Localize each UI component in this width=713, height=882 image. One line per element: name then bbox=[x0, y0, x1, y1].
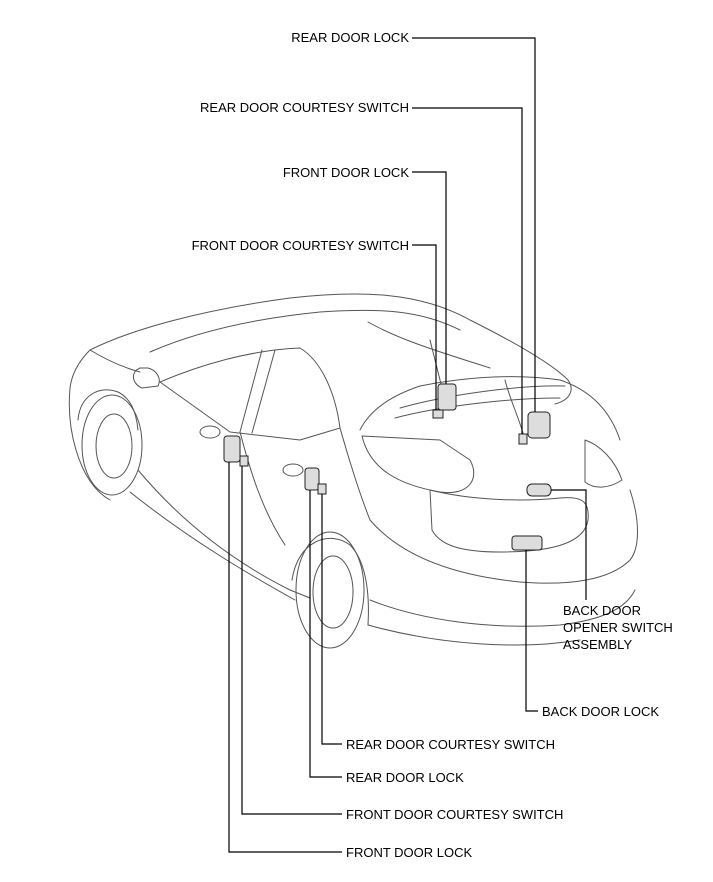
side-mirror bbox=[133, 367, 160, 389]
hood-outline bbox=[68, 349, 111, 501]
label-top-front-door-lock: FRONT DOOR LOCK bbox=[283, 165, 409, 180]
label-back-door-opener-line2: OPENER SWITCH bbox=[563, 620, 673, 635]
rear-quarter bbox=[339, 427, 371, 521]
roof-inner-line bbox=[149, 309, 461, 353]
front-door-courtesy-switch-top-part bbox=[432, 409, 444, 419]
body-sill bbox=[129, 491, 296, 601]
door-split-line bbox=[239, 431, 286, 546]
b-pillar bbox=[239, 349, 263, 433]
leader-back-door-opener-switch bbox=[551, 489, 587, 600]
leader-lines bbox=[228, 37, 587, 853]
rear-bumper-lower bbox=[369, 589, 636, 627]
label-back-door-lock: BACK DOOR LOCK bbox=[542, 704, 659, 719]
label-bottom-rear-door-courtesy-switch: REAR DOOR COURTESY SWITCH bbox=[346, 737, 555, 752]
labels: REAR DOOR LOCK REAR DOOR COURTESY SWITCH… bbox=[192, 30, 673, 860]
b-pillar-2 bbox=[251, 349, 276, 434]
right-tail-light bbox=[584, 439, 623, 488]
spoiler-lower bbox=[394, 397, 561, 419]
rear-door-courtesy-switch-side-part bbox=[317, 483, 327, 495]
rear-wheel-arch bbox=[291, 537, 369, 626]
leader-top-front-door-lock bbox=[412, 171, 447, 384]
front-door-courtesy-switch-side-part bbox=[239, 455, 249, 467]
rear-door-lock-top-part bbox=[527, 411, 551, 439]
leader-top-rear-door-lock bbox=[412, 37, 536, 412]
label-top-front-door-courtesy-switch: FRONT DOOR COURTESY SWITCH bbox=[192, 238, 409, 253]
front-door-lock-side-part bbox=[223, 435, 241, 463]
hatch-outline bbox=[429, 489, 589, 553]
car-outline bbox=[68, 293, 638, 649]
leader-top-front-door-courtesy-switch bbox=[412, 244, 437, 410]
rear-lower-edge bbox=[367, 624, 581, 646]
label-back-door-opener-line1: BACK DOOR bbox=[563, 603, 641, 618]
spoiler bbox=[399, 385, 566, 409]
rear-door-handle bbox=[282, 463, 304, 477]
back-door-opener-switch-part bbox=[526, 483, 552, 497]
leader-top-rear-door-courtesy-switch bbox=[412, 107, 523, 434]
label-back-door-opener-line3: ASSEMBLY bbox=[563, 637, 632, 652]
label-bottom-rear-door-lock: REAR DOOR LOCK bbox=[346, 770, 464, 785]
hood-crease bbox=[89, 349, 141, 373]
leader-back-door-lock bbox=[525, 550, 538, 712]
parts bbox=[223, 383, 552, 551]
left-tail-light bbox=[361, 435, 475, 494]
side-windows bbox=[159, 347, 341, 441]
front-wheel bbox=[81, 394, 143, 496]
roof-outline bbox=[89, 293, 572, 405]
rear-wheel-hub bbox=[312, 555, 354, 629]
roof-rail-line bbox=[367, 321, 491, 369]
leader-bottom-rear-door-courtesy-switch bbox=[321, 494, 342, 745]
back-door-lock-part bbox=[511, 535, 543, 551]
leader-bottom-front-door-lock bbox=[228, 462, 342, 853]
rear-bumper bbox=[369, 489, 638, 584]
rear-door-lock-side-part bbox=[304, 467, 320, 491]
rear-window bbox=[359, 376, 621, 441]
rear-wheel bbox=[295, 531, 365, 649]
leader-bottom-front-door-courtesy-switch bbox=[241, 466, 342, 815]
front-door-lock-top-part bbox=[437, 383, 457, 411]
front-door-handle bbox=[199, 425, 221, 439]
label-top-rear-door-lock: REAR DOOR LOCK bbox=[291, 30, 409, 45]
leader-bottom-rear-door-lock bbox=[309, 490, 342, 778]
label-top-rear-door-courtesy-switch: REAR DOOR COURTESY SWITCH bbox=[200, 100, 409, 115]
label-bottom-front-door-courtesy-switch: FRONT DOOR COURTESY SWITCH bbox=[346, 807, 563, 822]
label-bottom-front-door-lock: FRONT DOOR LOCK bbox=[346, 845, 472, 860]
rear-door-courtesy-switch-top-part bbox=[518, 433, 528, 445]
body-side-lower bbox=[137, 469, 311, 599]
front-wheel-hub bbox=[95, 413, 133, 479]
